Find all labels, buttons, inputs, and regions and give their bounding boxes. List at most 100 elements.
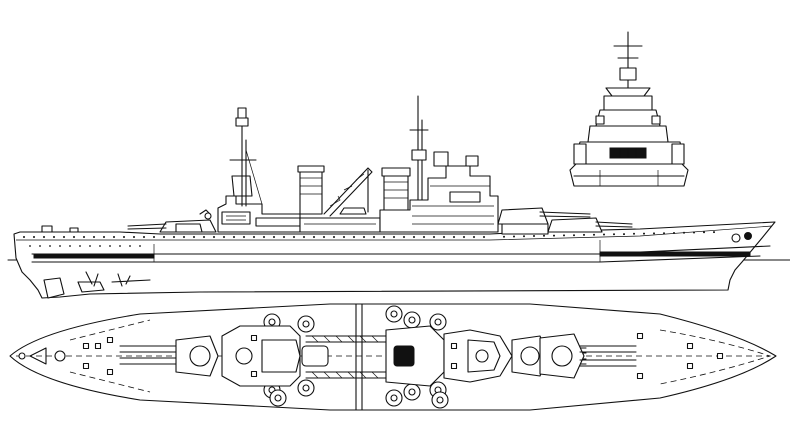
aircraft-crane	[323, 167, 373, 217]
porthole	[693, 231, 695, 234]
porthole	[293, 236, 295, 238]
secondary-mount	[431, 391, 449, 409]
deck-fitting	[636, 332, 644, 340]
porthole	[93, 236, 95, 238]
porthole	[173, 236, 175, 238]
porthole	[543, 234, 545, 237]
porthole	[483, 236, 485, 238]
porthole	[253, 236, 255, 238]
bow-bridge-tier	[587, 125, 669, 143]
deck-fitting	[250, 334, 258, 342]
porthole	[39, 245, 41, 247]
porthole	[223, 236, 225, 238]
midships-deckhouse	[299, 217, 381, 233]
hawse-pipe	[731, 233, 741, 243]
porthole	[119, 245, 121, 247]
porthole	[623, 233, 625, 236]
porthole	[139, 245, 141, 247]
porthole	[463, 236, 465, 238]
deck-fitting	[450, 362, 458, 370]
porthole	[213, 236, 215, 238]
side-profile-view	[7, 95, 790, 299]
secondary-mount	[429, 313, 447, 331]
porthole	[63, 236, 65, 238]
porthole	[353, 236, 355, 238]
porthole	[373, 236, 375, 238]
secondary-turret-aft	[175, 223, 203, 233]
deck-plan-view	[9, 303, 777, 411]
porthole	[333, 236, 335, 238]
porthole	[83, 236, 85, 238]
bow-top-director	[619, 67, 637, 81]
secondary-mount	[385, 305, 403, 323]
porthole	[323, 236, 325, 238]
porthole	[583, 233, 585, 236]
deck-fittings	[82, 332, 724, 380]
bow-fitting	[651, 115, 661, 125]
belt-shading-aft	[33, 253, 155, 259]
stern-fitting	[18, 352, 26, 360]
propeller-shaft	[77, 281, 105, 293]
porthole	[523, 235, 525, 238]
porthole	[503, 235, 505, 238]
turret-b	[497, 207, 591, 235]
deck-edge	[16, 225, 773, 241]
turret-a-plan	[539, 333, 637, 379]
aft-funnel	[297, 165, 325, 215]
deck-fitting	[686, 362, 694, 370]
porthole	[383, 236, 385, 238]
porthole	[593, 233, 595, 236]
porthole	[473, 236, 475, 238]
bow-bridge-top	[605, 87, 651, 97]
deck-fitting	[82, 342, 90, 350]
stern-fitting	[41, 225, 53, 233]
porthole	[683, 231, 685, 234]
bow-view	[569, 31, 689, 187]
porthole	[713, 231, 715, 234]
secondary-mount	[297, 379, 315, 397]
porthole	[233, 236, 235, 238]
deck-fitting	[686, 342, 694, 350]
aft-funnel-plan	[261, 339, 301, 373]
porthole	[143, 236, 145, 238]
porthole	[343, 236, 345, 238]
bow-bridge-tier	[595, 109, 661, 127]
deck-fitting	[636, 372, 644, 380]
propeller-bracket	[111, 273, 151, 287]
bow-secondary-turret	[671, 143, 685, 165]
porthole	[603, 233, 605, 236]
aft-superstructure	[217, 195, 301, 233]
deck-fitting	[54, 350, 66, 362]
funnel-cap	[393, 345, 415, 367]
porthole	[393, 236, 395, 238]
porthole	[633, 232, 635, 235]
porthole	[53, 236, 55, 238]
porthole	[563, 234, 565, 237]
turret-a	[547, 217, 633, 233]
porthole	[243, 236, 245, 238]
secondary-mount	[403, 383, 421, 401]
fitting	[204, 212, 212, 220]
porthole	[513, 235, 515, 238]
deck-fitting	[82, 362, 90, 370]
deck-fitting	[250, 370, 258, 378]
porthole	[163, 236, 165, 238]
porthole	[273, 236, 275, 238]
stern-fitting	[69, 227, 79, 233]
mainmast	[229, 107, 263, 207]
bow-bridge-tier	[603, 95, 653, 111]
porthole	[123, 236, 125, 238]
porthole	[303, 236, 305, 238]
porthole	[153, 236, 155, 238]
stern-fitting-plan	[29, 347, 47, 365]
deck-fitting	[94, 342, 102, 350]
porthole	[73, 236, 75, 238]
secondary-mount	[385, 389, 403, 407]
deck-fitting	[106, 336, 114, 344]
porthole	[363, 236, 365, 238]
porthole	[203, 236, 205, 238]
midships-house-plan	[301, 345, 329, 367]
porthole	[413, 236, 415, 238]
hull	[13, 221, 776, 299]
